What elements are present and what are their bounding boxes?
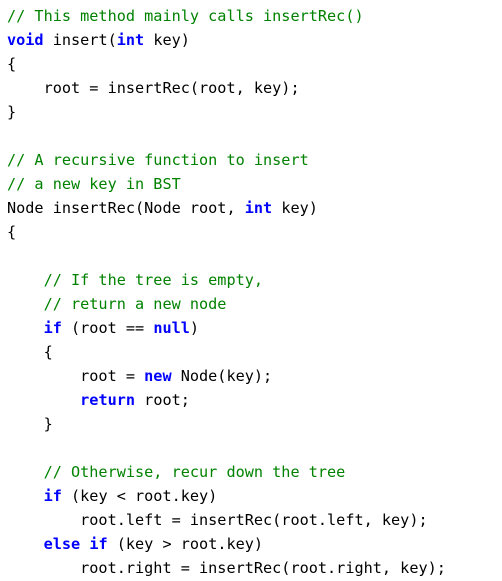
code-token-keyword: int: [244, 199, 273, 217]
code-token-keyword: else: [43, 535, 81, 553]
code-token-keyword: int: [116, 31, 145, 49]
code-line: }: [0, 412, 502, 436]
code-line: // Otherwise, recur down the tree: [0, 460, 502, 484]
code-line: root.right = insertRec(root.right, key);: [0, 556, 502, 580]
code-token-plain: [80, 535, 89, 553]
code-token-plain: root.left = insertRec(root.left, key);: [7, 511, 428, 529]
code-token-keyword: null: [153, 319, 190, 337]
code-line: if (key < root.key): [0, 484, 502, 508]
code-token-plain: root =: [7, 367, 145, 385]
code-token-comment: // a new key in BST: [7, 175, 181, 193]
code-token-plain: {: [7, 223, 17, 241]
code-token-keyword: if: [89, 535, 108, 553]
code-line: [0, 244, 502, 268]
code-line: {: [0, 220, 502, 244]
code-line: Node insertRec(Node root, int key): [0, 196, 502, 220]
code-token-comment: // return a new node: [7, 295, 227, 313]
code-token-plain: root.right = insertRec(root.right, key);: [7, 559, 446, 577]
code-token-plain: (key > root.key): [107, 535, 264, 553]
code-line: {: [0, 52, 502, 76]
code-token-plain: (root ==: [61, 319, 154, 337]
code-token-plain: (key < root.key): [61, 487, 218, 505]
code-token-plain: }: [7, 415, 53, 433]
code-line: root.left = insertRec(root.left, key);: [0, 508, 502, 532]
code-token-comment: // This method mainly calls insertRec(): [7, 7, 364, 25]
code-line: [0, 436, 502, 460]
code-token-plain: }: [7, 103, 17, 121]
code-token-plain: root;: [135, 391, 190, 409]
code-token-keyword: if: [43, 487, 62, 505]
code-token-plain: [7, 391, 80, 409]
code-line: // This method mainly calls insertRec(): [0, 4, 502, 28]
code-token-keyword: void: [7, 31, 44, 49]
code-line: root = new Node(key);: [0, 364, 502, 388]
code-line: return root;: [0, 388, 502, 412]
code-token-plain: [7, 487, 44, 505]
code-line: {: [0, 340, 502, 364]
code-token-plain: {: [7, 343, 53, 361]
code-line: // return a new node: [0, 292, 502, 316]
code-token-keyword: if: [43, 319, 62, 337]
code-line: void insert(int key): [0, 28, 502, 52]
code-line: }: [0, 100, 502, 124]
code-token-plain: insert(: [43, 31, 117, 49]
code-token-plain: Node(key);: [171, 367, 273, 385]
code-line: [0, 124, 502, 148]
code-line: // A recursive function to insert: [0, 148, 502, 172]
code-token-comment: // If the tree is empty,: [7, 271, 264, 289]
code-token-comment: // Otherwise, recur down the tree: [7, 463, 346, 481]
code-token-comment: // A recursive function to insert: [7, 151, 309, 169]
code-token-plain: [7, 535, 44, 553]
code-token-plain: [7, 319, 44, 337]
code-line: // If the tree is empty,: [0, 268, 502, 292]
code-token-plain: key): [272, 199, 318, 217]
code-line: root = insertRec(root, key);: [0, 76, 502, 100]
code-line: else if (key > root.key): [0, 532, 502, 556]
code-line: if (root == null): [0, 316, 502, 340]
code-token-plain: key): [144, 31, 190, 49]
code-token-plain: {: [7, 55, 17, 73]
code-token-keyword: return: [80, 391, 136, 409]
code-line: // a new key in BST: [0, 172, 502, 196]
code-token-plain: Node insertRec(Node root,: [7, 199, 245, 217]
code-token-keyword: new: [144, 367, 172, 385]
code-token-plain: ): [189, 319, 200, 337]
code-token-plain: root = insertRec(root, key);: [7, 79, 300, 97]
